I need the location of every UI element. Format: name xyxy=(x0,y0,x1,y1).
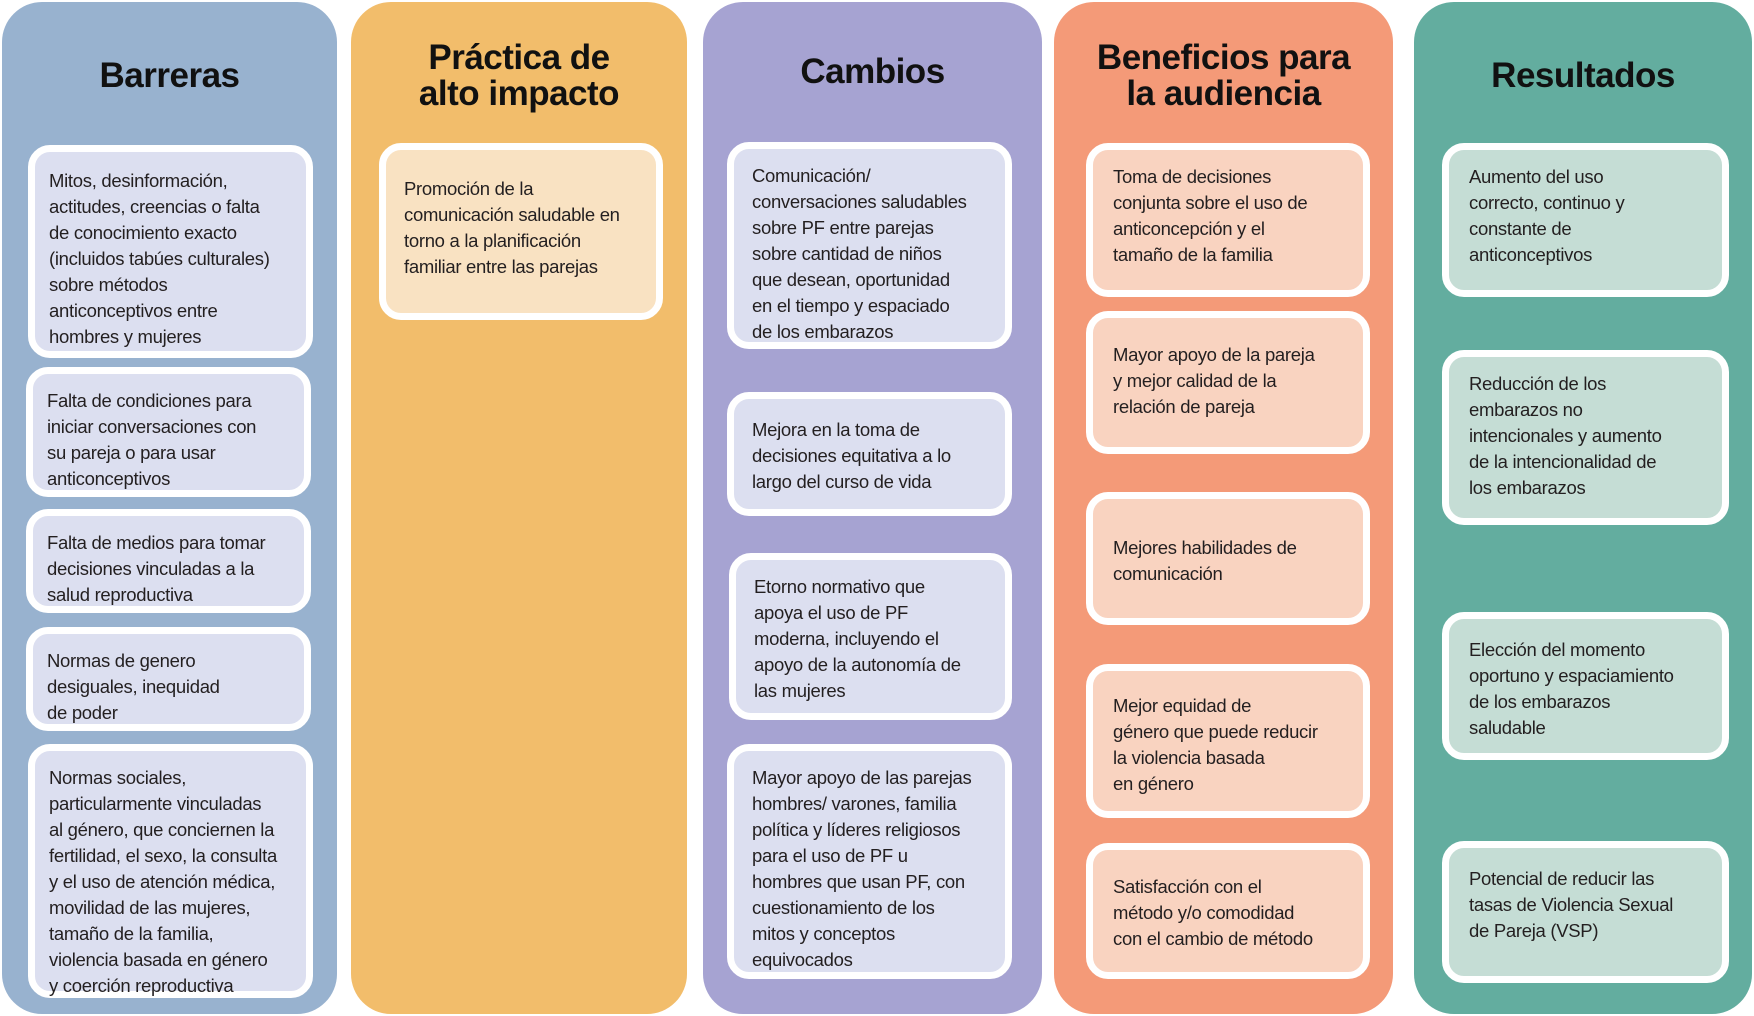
column-title: Beneficios para la audiencia xyxy=(1096,38,1351,113)
column-title: Cambios xyxy=(800,52,945,91)
column-title: Práctica de alto impacto xyxy=(418,38,620,113)
column-cambios: Cambios Comunicación/ conversaciones sal… xyxy=(703,2,1042,1014)
column-barreras: Barreras Mitos, desinformación, actitude… xyxy=(2,2,337,1014)
benefit-box: Mejor equidad de género que puede reduci… xyxy=(1086,664,1370,818)
change-box: Mayor apoyo de las parejas hombres/ varo… xyxy=(727,744,1012,979)
result-box: Elección del momento oportuno y espaciam… xyxy=(1442,612,1729,760)
change-box: Mejora en la toma de decisiones equitati… xyxy=(727,392,1012,516)
barrier-box: Falta de condiciones para iniciar conver… xyxy=(26,367,311,497)
change-box: Comunicación/ conversaciones saludables … xyxy=(727,142,1012,349)
result-box: Reducción de los embarazos no intenciona… xyxy=(1442,350,1729,525)
column-resultados: Resultados Aumento del uso correcto, con… xyxy=(1414,2,1752,1014)
barrier-box: Falta de medios para tomar decisiones vi… xyxy=(26,509,311,613)
result-box: Aumento del uso correcto, continuo y con… xyxy=(1442,143,1729,297)
column-title: Barreras xyxy=(99,56,241,95)
change-box: Etorno normativo que apoya el uso de PF … xyxy=(729,553,1012,720)
benefit-box: Mejores habilidades de comunicación xyxy=(1086,492,1370,625)
column-practica: Práctica de alto impacto Promoción de la… xyxy=(351,2,687,1014)
benefit-box: Mayor apoyo de la pareja y mejor calidad… xyxy=(1086,311,1370,454)
benefit-box: Satisfacción con el método y/o comodidad… xyxy=(1086,843,1370,979)
barrier-box: Normas de genero desiguales, inequidad d… xyxy=(26,627,311,731)
column-title: Resultados xyxy=(1491,56,1675,95)
column-beneficios: Beneficios para la audiencia Toma de dec… xyxy=(1054,2,1393,1014)
benefit-box: Toma de decisiones conjunta sobre el uso… xyxy=(1086,143,1370,297)
barrier-box: Mitos, desinformación, actitudes, creenc… xyxy=(28,145,313,358)
practice-box: Promoción de la comunicación saludable e… xyxy=(379,143,663,320)
result-box: Potencial de reducir las tasas de Violen… xyxy=(1442,841,1729,983)
barrier-box: Normas sociales, particularmente vincula… xyxy=(28,744,313,998)
